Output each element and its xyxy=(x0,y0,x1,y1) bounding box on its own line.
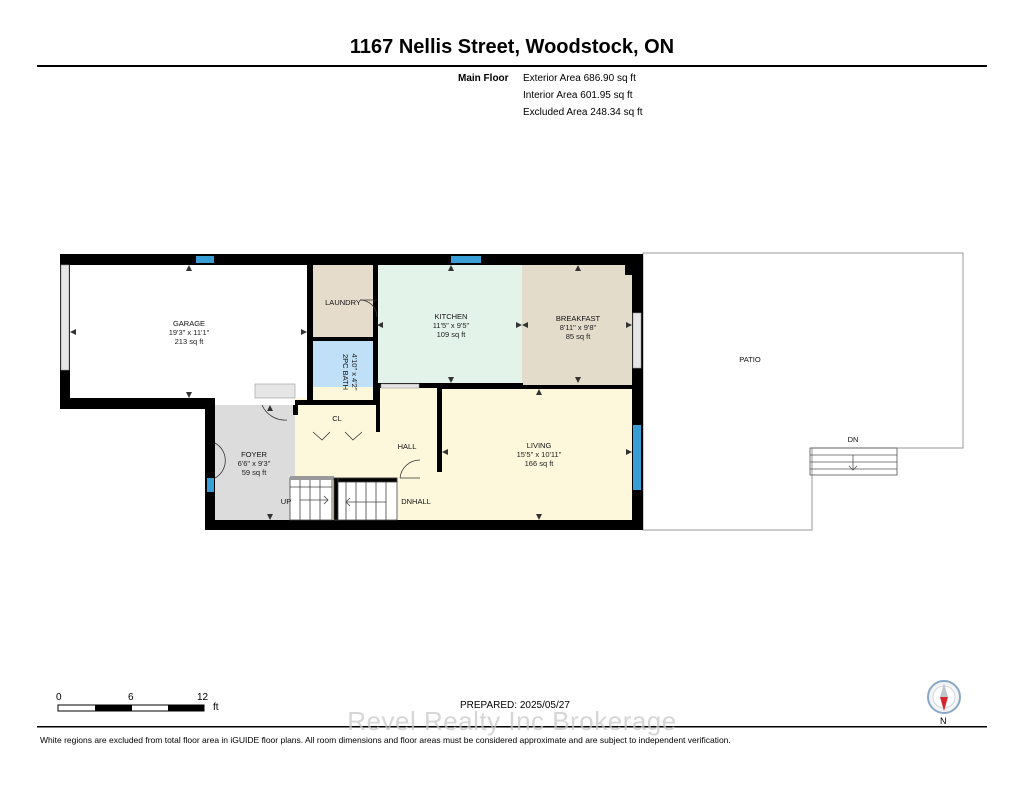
scale-mark-0: 0 xyxy=(56,692,62,703)
footer-rule xyxy=(37,726,987,728)
garage-area: 213 sq ft xyxy=(175,337,205,346)
breakfast-name: BREAKFAST xyxy=(556,314,601,323)
dimension-ticks xyxy=(70,265,632,520)
foyer-area: 59 sq ft xyxy=(242,468,268,477)
kitchen-area: 109 sq ft xyxy=(437,330,467,339)
laundry-name: LAUNDRY xyxy=(325,298,361,307)
breakfast-dims: 8'11" x 9'8" xyxy=(560,323,597,332)
closet-name: CL xyxy=(332,414,342,423)
garage-dims: 19'3" x 11'1" xyxy=(169,328,210,337)
laundry-fill xyxy=(312,265,377,340)
patio-steps xyxy=(809,447,898,476)
stairs-up xyxy=(289,477,333,521)
garage-fill xyxy=(70,265,307,398)
patio-outline xyxy=(642,252,964,531)
interior-area: Interior Area 601.95 sq ft xyxy=(523,90,633,101)
doors xyxy=(214,299,421,479)
bath-name: 2PC BATH xyxy=(341,354,350,390)
scale-mark-12: 12 xyxy=(197,692,209,703)
watermark: Revel Realty Inc Brokerage xyxy=(347,706,677,736)
living-name: LIVING xyxy=(527,441,552,450)
openings xyxy=(60,264,642,399)
foyer-dims: 6'6" x 9'3" xyxy=(238,459,271,468)
prepared-date: PREPARED: 2025/05/27 xyxy=(460,700,570,711)
living-area: 166 sq ft xyxy=(525,459,555,468)
breakfast-area: 85 sq ft xyxy=(566,332,592,341)
exterior-area: Exterior Area 686.90 sq ft xyxy=(523,73,636,84)
living-dims: 15'5" x 10'11" xyxy=(517,450,562,459)
floor-label: Main Floor xyxy=(458,73,509,84)
footer-disclaimer: White regions are excluded from total fl… xyxy=(40,735,731,745)
scale-unit: ft xyxy=(213,702,219,713)
dnhall-name: DNHALL xyxy=(401,497,431,506)
bath-dims: 4'10" x 4'2" xyxy=(350,354,359,391)
breakfast-fill xyxy=(522,265,632,385)
living-fill xyxy=(440,387,632,520)
stairs-dn-label: DN xyxy=(848,435,859,444)
kitchen-fill xyxy=(377,265,522,385)
scale-mark-6: 6 xyxy=(128,692,134,703)
hall-name: HALL xyxy=(398,442,417,451)
stair-rail xyxy=(290,476,334,480)
scale-bar xyxy=(57,704,205,712)
kitchen-name: KITCHEN xyxy=(435,312,468,321)
windows xyxy=(196,256,641,492)
compass-icon xyxy=(927,680,961,714)
patio-name: PATIO xyxy=(739,355,761,364)
north-label: N xyxy=(940,716,947,726)
header-rule xyxy=(37,65,987,67)
stairs-dn xyxy=(333,477,398,521)
kitchen-dims: 11'5" x 9'5" xyxy=(433,321,470,330)
plan-title: 1167 Nellis Street, Woodstock, ON xyxy=(349,36,675,58)
excluded-area: Excluded Area 248.34 sq ft xyxy=(523,107,643,118)
stairs-up-label: UP xyxy=(281,497,291,506)
foyer-name: FOYER xyxy=(241,450,267,459)
garage-name: GARAGE xyxy=(173,319,205,328)
foyer-fill xyxy=(215,405,295,520)
